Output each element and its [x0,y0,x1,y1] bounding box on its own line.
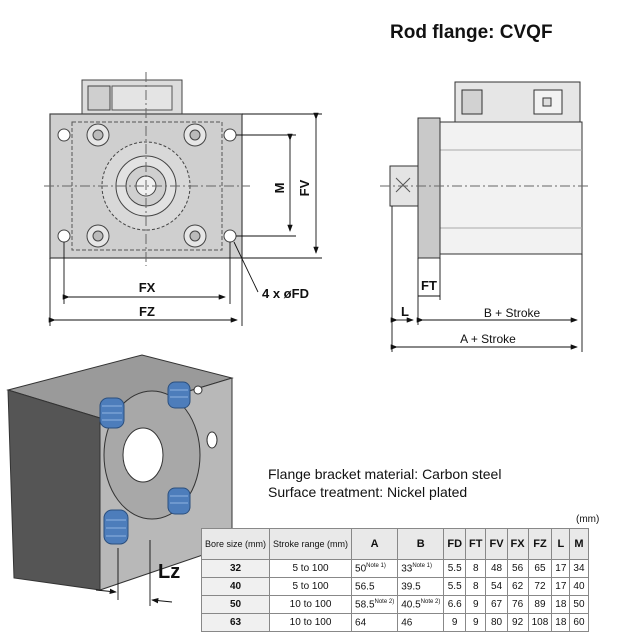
cell-fx: 62 [506,577,529,596]
dim-b-stroke-label: B + Stroke [484,306,541,320]
cell-fx: 76 [506,595,529,614]
dim-fx-label: FX [139,280,156,295]
material-line: Flange bracket material: Carbon steel [268,466,502,482]
col-stroke: Stroke range (mm) [269,528,353,560]
col-fv: FV [485,528,508,560]
cell-l: 18 [551,613,571,632]
cell-b: 46 [397,613,445,632]
page-title: Rod flange: CVQF [390,22,553,43]
flange-3d-illustration [6,354,234,591]
cell-ft: 9 [465,613,487,632]
cell-l: 17 [551,577,571,596]
cell-fx: 92 [506,613,529,632]
cell-a: 58.5Note 2) [351,595,399,614]
col-bore: Bore size (mm) [200,528,271,560]
col-fz: FZ [527,528,553,560]
front-view-dimensions [48,112,322,326]
cell-m: 50 [569,595,589,614]
dim-a-stroke-label: A + Stroke [460,332,516,346]
col-fx: FX [506,528,529,560]
dim-l-label: L [401,304,409,319]
treatment-line: Surface treatment: Nickel plated [268,484,468,500]
dim-fv-label: FV [297,179,312,196]
cell-l: 17 [551,559,571,578]
table-row: 63 10 to 100 64 46 9 9 80 92 108 18 60 [200,613,589,632]
cell-ft: 9 [465,595,487,614]
table-row: 32 5 to 100 50Note 1) 33Note 1) 5.5 8 48… [200,559,589,578]
cell-fv: 48 [485,559,508,578]
col-a: A [351,528,399,560]
dim-fd-label: 4 x øFD [262,286,309,301]
cell-bore: 32 [200,559,271,578]
cell-fz: 89 [527,595,553,614]
cell-fd: 5.5 [443,559,467,578]
col-ft: FT [465,528,487,560]
col-b: B [397,528,445,560]
cell-fv: 54 [485,577,508,596]
dim-fz-label: FZ [139,304,155,319]
cell-m: 40 [569,577,589,596]
cell-stroke: 5 to 100 [269,559,353,578]
cell-bore: 40 [200,577,271,596]
dim-ft-label: FT [421,278,437,293]
table-row: 50 10 to 100 58.5Note 2) 40.5Note 2) 6.6… [200,595,589,614]
cell-stroke: 5 to 100 [269,577,353,596]
cell-fv: 67 [485,595,508,614]
lz-dimension [95,540,173,606]
table-header-row: Bore size (mm) Stroke range (mm) A B FD … [200,528,589,560]
cell-fd: 5.5 [443,577,467,596]
cell-l: 18 [551,595,571,614]
cell-stroke: 10 to 100 [269,613,353,632]
cell-a: 64 [351,613,399,632]
unit-label: (mm) [576,514,600,525]
cell-ft: 8 [465,559,487,578]
cell-fx: 56 [506,559,529,578]
cell-ft: 8 [465,577,487,596]
col-fd: FD [443,528,467,560]
cell-fz: 72 [527,577,553,596]
cell-bore: 50 [200,595,271,614]
cell-fz: 108 [527,613,553,632]
cell-a: 56.5 [351,577,399,596]
cell-b: 40.5Note 2) [397,595,445,614]
cell-stroke: 10 to 100 [269,595,353,614]
cell-fd: 9 [443,613,467,632]
dim-m-label: M [272,183,287,194]
front-view [44,72,250,266]
material-info: Flange bracket material: Carbon steel Su… [268,465,501,501]
side-view-dimensions [390,206,583,352]
col-m: M [569,528,589,560]
cell-m: 34 [569,559,589,578]
col-l: L [551,528,571,560]
cell-fd: 6.6 [443,595,467,614]
dimension-table: Bore size (mm) Stroke range (mm) A B FD … [200,528,589,632]
side-view [380,81,590,259]
cell-fz: 65 [527,559,553,578]
cell-b: 33Note 1) [397,559,445,578]
cell-fv: 80 [485,613,508,632]
cell-a: 50Note 1) [351,559,399,578]
dim-lz-label: Lz [158,561,180,583]
cell-bore: 63 [200,613,271,632]
cell-b: 39.5 [397,577,445,596]
table-row: 40 5 to 100 56.5 39.5 5.5 8 54 62 72 17 … [200,577,589,596]
cell-m: 60 [569,613,589,632]
